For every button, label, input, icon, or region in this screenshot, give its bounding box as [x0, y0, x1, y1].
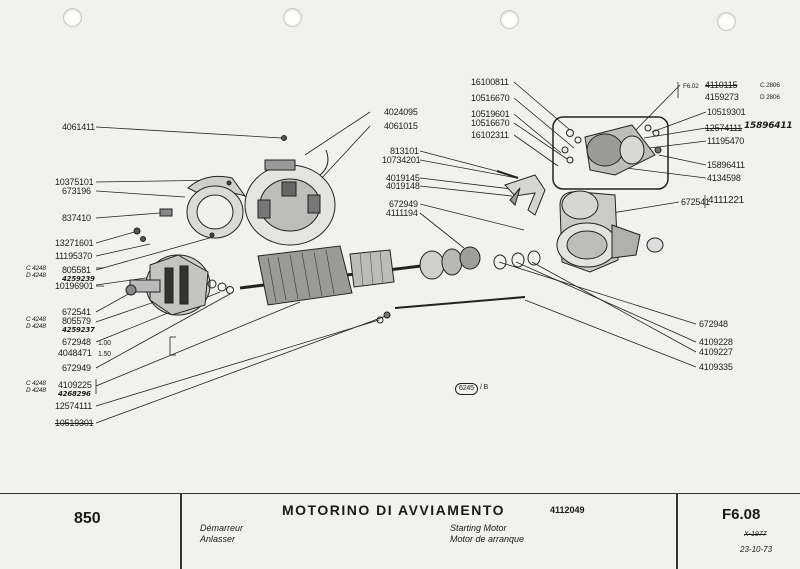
title-german: Anlasser	[200, 534, 236, 544]
part-number-label: 11195370	[55, 251, 93, 261]
part-number-label: 4111221	[708, 195, 745, 206]
part-number-label: 672948	[699, 319, 728, 329]
title-french: Démarreur	[200, 523, 244, 533]
model-code: C 4248	[26, 265, 46, 272]
model-code: D 4248	[26, 272, 46, 279]
part-number-label: 10516670	[471, 118, 510, 128]
group-number: 850	[74, 510, 101, 527]
punch-hole	[500, 10, 519, 29]
part-number-label: 672948	[62, 337, 91, 347]
part-number-label: 4134598	[707, 173, 741, 183]
part-number-label: 10375101	[55, 177, 94, 187]
part-number-label: 4024095	[384, 107, 418, 117]
struck-part-number: 12574111	[705, 123, 743, 133]
part-number-label: 16100811	[471, 77, 509, 87]
title-spanish: Motor de arranque	[450, 534, 525, 544]
pinion-drive	[376, 246, 541, 324]
part-number-label: 4109227	[699, 347, 733, 357]
handwritten-part-number: 15896411	[744, 121, 793, 131]
model-code: C 4248	[26, 316, 46, 323]
part-number-label: 4061411	[62, 122, 95, 132]
sheet-number: F6.08	[722, 506, 761, 523]
part-number-label: 672541	[681, 197, 710, 207]
divider	[180, 494, 182, 569]
part-number-label: 4159273	[705, 92, 739, 102]
part-number-label: 805581	[62, 265, 91, 275]
part-number-label: 4019145	[386, 173, 420, 183]
part-number-label: 10516670	[471, 93, 510, 103]
title-english: Starting Motor	[450, 523, 507, 533]
part-number-label: 10519301	[707, 107, 746, 117]
part-number-label: 4111194	[386, 208, 418, 218]
pole-housing	[133, 135, 287, 242]
end-bracket	[125, 254, 234, 316]
drawing-reference-suffix: / B	[480, 384, 488, 391]
punch-hole	[63, 8, 82, 27]
part-number-label: 837410	[62, 213, 91, 223]
model-code: D 2806	[760, 94, 780, 101]
model-code: C 2806	[760, 82, 780, 89]
part-number-label: 4048471	[58, 348, 92, 358]
model-code: D 4248	[26, 323, 46, 330]
part-number-label: 12574111	[55, 401, 93, 411]
thickness-value: 1.00	[98, 340, 111, 347]
armature	[239, 245, 471, 306]
part-number-label: 10734201	[382, 155, 421, 165]
handwritten-part-number: 4259237	[62, 326, 95, 334]
drawing-reference: 6245	[455, 383, 478, 395]
part-number-label: 672949	[62, 363, 91, 373]
drive-housing	[556, 190, 664, 273]
part-number-label: 15896411	[707, 160, 745, 170]
brush-holder	[244, 149, 336, 246]
part-number-label: 805579	[62, 316, 91, 326]
punch-hole	[717, 12, 736, 31]
punch-hole	[283, 8, 302, 27]
thickness-value: 1.50	[98, 351, 111, 358]
part-number-label: 4019148	[386, 181, 420, 191]
part-number-label: 673196	[62, 186, 91, 196]
exploded-view-drawing	[95, 81, 707, 424]
part-number-label: 11195470	[707, 136, 745, 146]
title-code: 4112049	[550, 505, 585, 515]
revision-date: 23-10-73	[740, 545, 773, 554]
page-title: MOTORINO DI AVVIAMENTO	[282, 502, 506, 518]
part-number-label: 4109228	[699, 337, 733, 347]
part-number-label: 672541	[62, 307, 91, 317]
handwritten-part-number: 4259239	[62, 275, 95, 283]
sheet-reference: F6.02	[683, 83, 699, 90]
handwritten-part-number: 4268296	[58, 390, 91, 398]
part-number-label: 4109335	[699, 362, 733, 372]
part-number-label: 4109225	[58, 380, 92, 390]
part-number-label: 10196901	[55, 281, 94, 291]
solenoid	[552, 116, 669, 190]
engagement-lever	[496, 170, 546, 216]
model-code: D 4248	[26, 387, 46, 394]
revision-struck: X-1977	[744, 531, 767, 538]
struck-part-number: 4110115	[705, 80, 738, 90]
part-number-label: 813101	[390, 146, 419, 156]
struck-part-number: 10519301	[55, 418, 94, 428]
part-number-label: 672949	[389, 199, 418, 209]
part-number-label: 16102311	[471, 130, 509, 140]
part-number-label: 4061015	[384, 121, 418, 131]
model-code: C 4248	[26, 380, 46, 387]
part-number-label: 10519601	[471, 109, 510, 119]
divider	[676, 494, 678, 569]
part-number-label: 13271601	[55, 238, 94, 248]
title-block: 850 MOTORINO DI AVVIAMENTO 4112049 Démar…	[0, 493, 800, 569]
